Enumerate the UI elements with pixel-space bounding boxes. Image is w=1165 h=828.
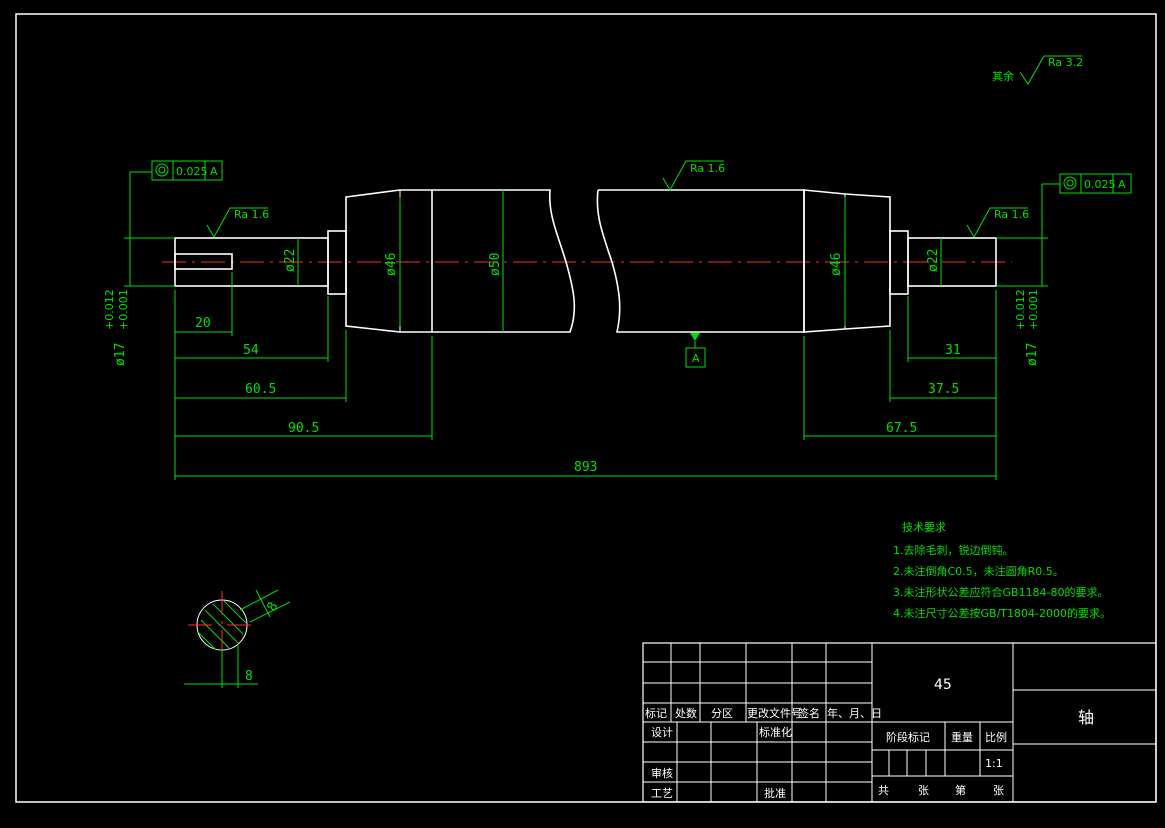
keyway (174, 253, 233, 270)
tech-item: 3.未注形状公差应符合GB1184-80的要求。 (893, 585, 1109, 599)
title-block: 标记 处数 分区 更改文件号 签名 年、月、日 设计 标准化 审核 工艺 批准 … (642, 642, 1157, 803)
dim-keyway: 20 (195, 316, 211, 331)
roughness-middle-value: Ra 1.6 (690, 162, 725, 175)
roughness-symbol-icon (966, 207, 1028, 239)
tb-review: 审核 (651, 766, 673, 780)
tolerance-right-datum: A (1118, 178, 1126, 191)
center-body-right (596, 189, 805, 333)
length-dimensions: 20 54 60.5 90.5 893 31 37.5 67.5 (174, 272, 997, 480)
runout-icon (1063, 176, 1077, 190)
tb-scale: 比例 (985, 730, 1007, 744)
tech-item: 4.未注尺寸公差按GB/T1804-2000的要求。 (893, 606, 1111, 620)
tolerance-frame-right: 0.025 A (1059, 173, 1132, 194)
dim-right-journal: ø17 (1025, 343, 1040, 366)
datum-label: A (692, 352, 700, 365)
roughness-right-value: Ra 1.6 (994, 208, 1029, 221)
dim-total: 893 (574, 460, 597, 475)
dim-left-step: ø22 (283, 249, 298, 272)
right-shoulder (803, 189, 891, 333)
drawing-border (15, 13, 1157, 803)
tolerance-frame-left: 0.025 A (151, 160, 223, 181)
dim-90-5: 90.5 (288, 421, 319, 436)
tech-item: 2.未注倒角C0.5，未注圆角R0.5。 (893, 564, 1064, 578)
tb-designer: 设计 (651, 726, 673, 739)
tech-item: 1.去除毛刺，锐边倒钝。 (893, 543, 1014, 557)
general-roughness-value: Ra 3.2 (1048, 56, 1083, 69)
dim-37-5: 37.5 (928, 382, 959, 397)
dim-left-journal: ø17 (113, 343, 128, 366)
right-journal (907, 237, 997, 287)
roughness-symbol-icon (662, 160, 724, 192)
dim-31: 31 (945, 343, 961, 358)
center-body-left (432, 189, 576, 333)
tb-process: 工艺 (651, 787, 673, 800)
roughness-left: Ra 1.6 (206, 207, 269, 239)
tech-title: 技术要求 (902, 521, 946, 534)
tb-sheet-unit: 张 (993, 784, 1004, 797)
tb-scale-value: 1:1 (985, 757, 1003, 770)
tb-date: 年、月、日 (827, 706, 882, 720)
tb-approve: 批准 (764, 786, 786, 800)
tb-stage-mark: 阶段标记 (886, 730, 930, 744)
tolerance-left-datum: A (210, 165, 218, 178)
dim-left-shoulder: ø46 (384, 253, 399, 276)
tb-weight: 重量 (951, 730, 973, 744)
section-width: 8 (245, 669, 253, 684)
roughness-right: Ra 1.6 (966, 207, 1029, 239)
runout-icon (155, 163, 169, 177)
dim-left-journal-upper: +0.012 (103, 289, 116, 330)
tb-part-name: 轴 (1078, 708, 1094, 727)
general-roughness-prefix: 其余 (992, 69, 1014, 83)
general-roughness: 其余 Ra 3.2 (992, 55, 1083, 85)
dim-right-journal-lower: +0.001 (1027, 289, 1040, 330)
dim-right-shoulder: ø46 (829, 253, 844, 276)
roughness-symbol-icon (206, 207, 268, 239)
tb-count: 处数 (675, 707, 697, 720)
tb-material: 45 (934, 677, 952, 693)
datum-triangle-icon (690, 333, 700, 341)
tb-sign: 签名 (798, 706, 820, 720)
dim-left-journal-lower: +0.001 (117, 289, 130, 330)
dim-54: 54 (243, 343, 259, 358)
roughness-left-value: Ra 1.6 (234, 208, 269, 221)
tb-total: 共 (878, 784, 889, 797)
tb-zone: 分区 (711, 707, 733, 720)
dim-right-step: ø22 (926, 249, 941, 272)
tech-requirements: 技术要求 1.去除毛刺，锐边倒钝。 2.未注倒角C0.5，未注圆角R0.5。 3… (893, 521, 1111, 620)
tb-sheets-unit: 张 (918, 784, 929, 797)
tb-standardize: 标准化 (759, 725, 792, 739)
tb-marks: 标记 (645, 706, 667, 720)
roughness-middle: Ra 1.6 (662, 160, 725, 192)
dim-center: ø50 (488, 253, 503, 276)
datum-marker: A (685, 333, 706, 368)
roughness-symbol-icon (1019, 55, 1082, 85)
tolerance-right-value: 0.025 (1084, 178, 1116, 191)
tolerance-left-value: 0.025 (176, 165, 208, 178)
dim-67-5: 67.5 (886, 421, 917, 436)
diameter-dimensions: ø22 ø46 ø50 ø46 ø22 ø17 +0.012 +0.001 ø1… (103, 171, 1060, 366)
tb-change-doc: 更改文件号 (747, 706, 802, 720)
dim-60-5: 60.5 (245, 382, 276, 397)
dim-right-journal-upper: +0.012 (1014, 289, 1027, 330)
tb-sheet-no: 第 (955, 783, 966, 797)
cross-section: 8 8 (184, 589, 291, 688)
